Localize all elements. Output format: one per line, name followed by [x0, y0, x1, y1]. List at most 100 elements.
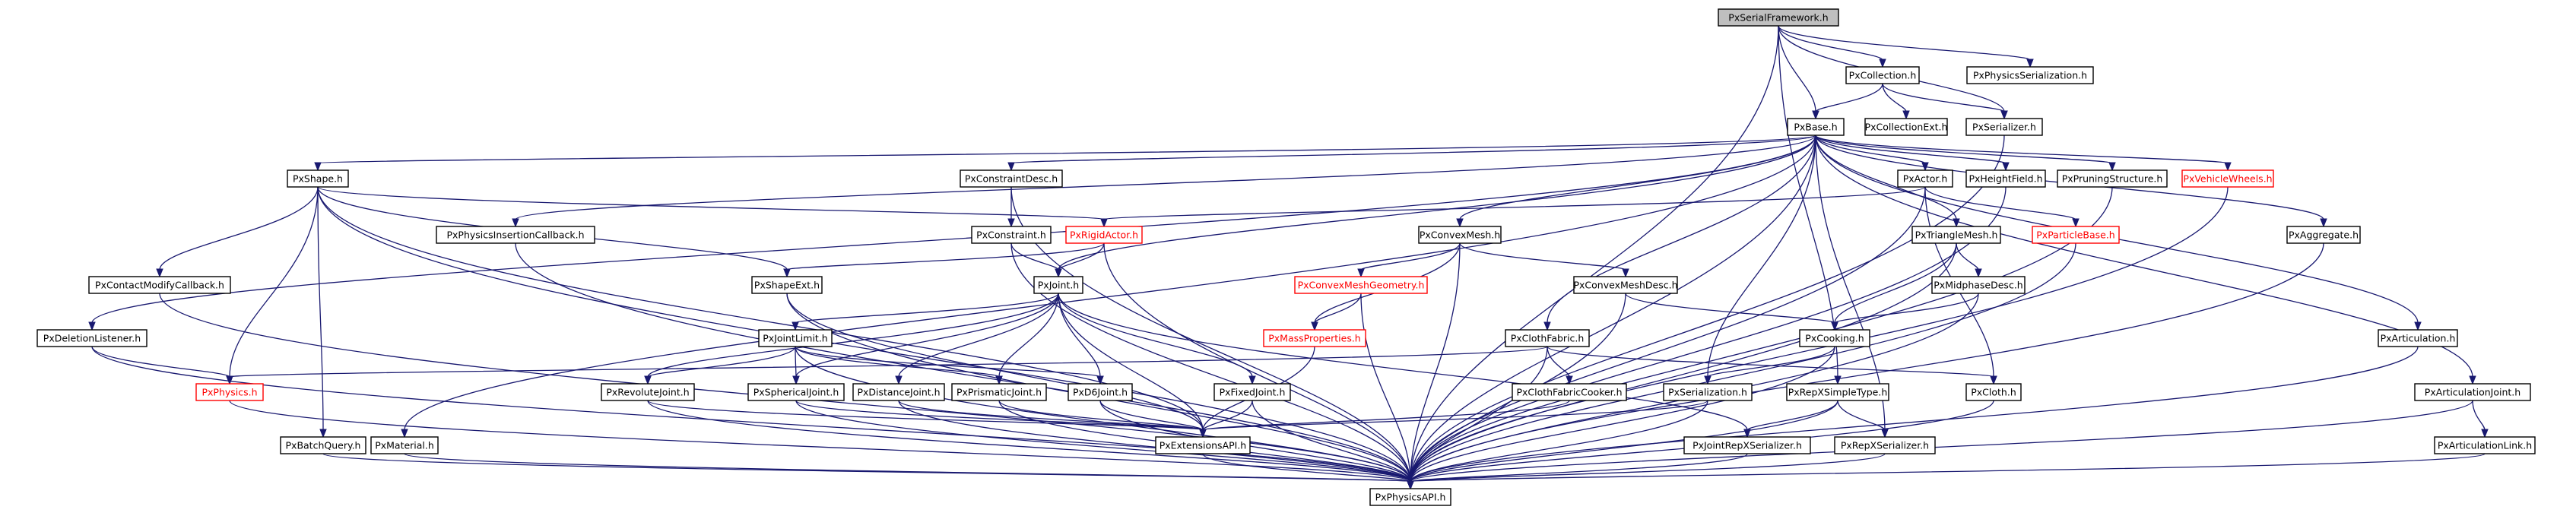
node-box-px-fixed-joint[interactable]	[1213, 383, 1291, 401]
node-box-px-height-field[interactable]	[1965, 169, 2046, 188]
node-box-px-deletion-listener[interactable]	[36, 329, 148, 347]
node-box-px-physics-serialization[interactable]	[1966, 66, 2094, 84]
node-box-px-constraint[interactable]	[971, 226, 1052, 244]
node-box-px-contact-modify-callback[interactable]	[88, 276, 231, 294]
node-px-mass-properties[interactable]: PxMassProperties.h	[1263, 329, 1366, 347]
node-px-vehicle-wheels[interactable]: PxVehicleWheels.h	[2181, 169, 2274, 188]
node-box-px-serial-framework[interactable]	[1718, 8, 1839, 27]
node-box-px-base[interactable]	[1787, 118, 1845, 136]
node-px-convex-mesh-desc[interactable]: PxConvexMeshDesc.h	[1573, 276, 1678, 294]
node-box-px-convex-mesh-geometry[interactable]	[1294, 276, 1428, 294]
node-px-physics-serialization[interactable]: PxPhysicsSerialization.h	[1966, 66, 2094, 84]
node-box-px-serialization[interactable]	[1663, 383, 1753, 401]
node-box-px-revolute-joint[interactable]	[601, 383, 695, 401]
node-box-px-mass-properties[interactable]	[1263, 329, 1366, 347]
node-box-px-cooking[interactable]	[1799, 329, 1870, 347]
node-px-constraint-desc[interactable]: PxConstraintDesc.h	[960, 169, 1063, 188]
node-px-shape-ext[interactable]: PxShapeExt.h	[751, 276, 823, 294]
node-box-px-joint-limit[interactable]	[758, 329, 833, 347]
node-box-px-cloth-fabric[interactable]	[1505, 329, 1590, 347]
node-px-particle-base[interactable]: PxParticleBase.h	[2032, 226, 2120, 244]
node-px-prismatic-joint[interactable]: PxPrismaticJoint.h	[951, 383, 1047, 401]
node-px-rep-xsimple-type[interactable]: PxRepXSimpleType.h	[1786, 383, 1889, 401]
node-box-px-rep-xsimple-type[interactable]	[1786, 383, 1889, 401]
node-box-px-vehicle-wheels[interactable]	[2181, 169, 2274, 188]
node-px-pruning-structure[interactable]: PxPruningStructure.h	[2057, 169, 2168, 188]
node-px-cloth-fabric-cooker[interactable]: PxClothFabricCooker.h	[1512, 383, 1627, 401]
node-box-px-prismatic-joint[interactable]	[951, 383, 1047, 401]
node-box-px-joint-rep-xserializer[interactable]	[1683, 436, 1811, 454]
node-px-shape[interactable]: PxShape.h	[287, 169, 349, 188]
node-px-convex-mesh-geometry[interactable]: PxConvexMeshGeometry.h	[1294, 276, 1428, 294]
node-px-joint-limit[interactable]: PxJointLimit.h	[758, 329, 833, 347]
node-px-cooking[interactable]: PxCooking.h	[1799, 329, 1870, 347]
node-box-px-convex-mesh[interactable]	[1418, 226, 1502, 244]
node-box-px-shape[interactable]	[287, 169, 349, 188]
node-px-constraint[interactable]: PxConstraint.h	[971, 226, 1052, 244]
node-box-px-distance-joint[interactable]	[852, 383, 945, 401]
node-px-cloth[interactable]: PxCloth.h	[1965, 383, 2022, 401]
node-px-aggregate[interactable]: PxAggregate.h	[2286, 226, 2361, 244]
node-px-joint[interactable]: PxJoint.h	[1033, 276, 1083, 294]
node-box-px-serializer[interactable]	[1965, 118, 2043, 136]
node-box-px-constraint-desc[interactable]	[960, 169, 1063, 188]
node-box-px-physics-api[interactable]	[1369, 488, 1451, 506]
node-box-px-d6-joint[interactable]	[1068, 383, 1133, 401]
node-px-fixed-joint[interactable]: PxFixedJoint.h	[1213, 383, 1291, 401]
node-box-px-cloth[interactable]	[1965, 383, 2022, 401]
node-px-cloth-fabric[interactable]: PxClothFabric.h	[1505, 329, 1590, 347]
node-px-serialization[interactable]: PxSerialization.h	[1663, 383, 1753, 401]
node-box-px-shape-ext[interactable]	[751, 276, 823, 294]
node-box-px-pruning-structure[interactable]	[2057, 169, 2168, 188]
node-px-collection-ext[interactable]: PxCollectionExt.h	[1864, 118, 1948, 136]
node-box-px-collection[interactable]	[1845, 66, 1920, 84]
node-box-px-cloth-fabric-cooker[interactable]	[1512, 383, 1627, 401]
node-box-px-rep-xserializer[interactable]	[1834, 436, 1936, 454]
node-px-extensions-api[interactable]: PxExtensionsAPI.h	[1155, 436, 1251, 454]
node-box-px-articulation-link[interactable]	[2434, 436, 2536, 454]
node-box-px-actor[interactable]	[1897, 169, 1953, 188]
node-box-px-articulation[interactable]	[2378, 329, 2458, 347]
node-box-px-material[interactable]	[370, 436, 439, 454]
node-px-midphase-desc[interactable]: PxMidphaseDesc.h	[1931, 276, 2026, 294]
node-px-height-field[interactable]: PxHeightField.h	[1965, 169, 2046, 188]
node-px-batch-query[interactable]: PxBatchQuery.h	[280, 436, 366, 454]
node-px-base[interactable]: PxBase.h	[1787, 118, 1845, 136]
node-px-deletion-listener[interactable]: PxDeletionListener.h	[36, 329, 148, 347]
node-box-px-aggregate[interactable]	[2286, 226, 2361, 244]
node-box-px-extensions-api[interactable]	[1155, 436, 1251, 454]
node-px-physics-api[interactable]: PxPhysicsAPI.h	[1369, 488, 1451, 506]
node-px-actor[interactable]: PxActor.h	[1897, 169, 1953, 188]
node-px-physics-insertion-callback[interactable]: PxPhysicsInsertionCallback.h	[436, 226, 595, 244]
node-px-spherical-joint[interactable]: PxSphericalJoint.h	[747, 383, 845, 401]
node-box-px-triangle-mesh[interactable]	[1911, 226, 2001, 244]
node-px-triangle-mesh[interactable]: PxTriangleMesh.h	[1911, 226, 2001, 244]
node-px-convex-mesh[interactable]: PxConvexMesh.h	[1418, 226, 1502, 244]
node-px-revolute-joint[interactable]: PxRevoluteJoint.h	[601, 383, 695, 401]
node-box-px-rigid-actor[interactable]	[1065, 226, 1143, 244]
node-box-px-physics[interactable]	[195, 383, 264, 401]
node-px-distance-joint[interactable]: PxDistanceJoint.h	[852, 383, 945, 401]
node-box-px-particle-base[interactable]	[2032, 226, 2120, 244]
node-px-joint-rep-xserializer[interactable]: PxJointRepXSerializer.h	[1683, 436, 1811, 454]
node-px-contact-modify-callback[interactable]: PxContactModifyCallback.h	[88, 276, 231, 294]
node-box-px-collection-ext[interactable]	[1864, 118, 1948, 136]
node-box-px-midphase-desc[interactable]	[1931, 276, 2026, 294]
node-px-physics[interactable]: PxPhysics.h	[195, 383, 264, 401]
node-px-d6-joint[interactable]: PxD6Joint.h	[1068, 383, 1133, 401]
node-px-rigid-actor[interactable]: PxRigidActor.h	[1065, 226, 1143, 244]
node-box-px-joint[interactable]	[1033, 276, 1083, 294]
node-px-articulation-link[interactable]: PxArticulationLink.h	[2434, 436, 2536, 454]
node-box-px-physics-insertion-callback[interactable]	[436, 226, 595, 244]
node-box-px-batch-query[interactable]	[280, 436, 366, 454]
node-box-px-articulation-joint[interactable]	[2414, 383, 2531, 401]
node-px-rep-xserializer[interactable]: PxRepXSerializer.h	[1834, 436, 1936, 454]
node-px-serializer[interactable]: PxSerializer.h	[1965, 118, 2043, 136]
node-px-material[interactable]: PxMaterial.h	[370, 436, 439, 454]
node-px-collection[interactable]: PxCollection.h	[1845, 66, 1920, 84]
node-box-px-convex-mesh-desc[interactable]	[1573, 276, 1678, 294]
node-box-px-spherical-joint[interactable]	[747, 383, 845, 401]
node-px-articulation[interactable]: PxArticulation.h	[2378, 329, 2458, 347]
node-px-serial-framework[interactable]: PxSerialFramework.h	[1718, 8, 1839, 27]
node-px-articulation-joint[interactable]: PxArticulationJoint.h	[2414, 383, 2531, 401]
